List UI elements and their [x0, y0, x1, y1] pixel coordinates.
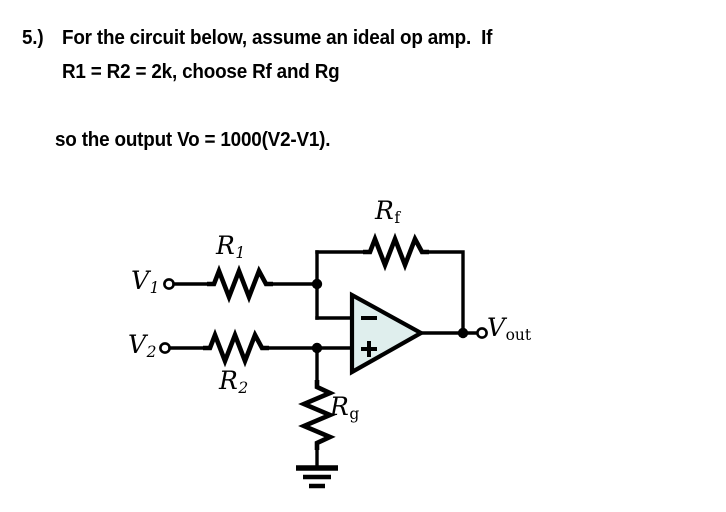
- label-vout-base: V: [487, 313, 506, 342]
- label-vout-subscript: out: [505, 326, 532, 345]
- output-junction-dot: [457, 327, 469, 339]
- problem-line-2: R1 = R2 = 2k, choose Rf and Rg: [62, 60, 340, 83]
- label-rf: Rf: [375, 198, 400, 227]
- label-r2-subscript: 2: [238, 379, 249, 398]
- label-v2-base: V: [128, 330, 147, 359]
- problem-line-3: so the output Vo = 1000(V2-V1).: [55, 128, 331, 151]
- label-v1-base: V: [131, 266, 150, 295]
- problem-line-1: For the circuit below, assume an ideal o…: [62, 26, 493, 49]
- resistor-rf: [363, 232, 429, 272]
- label-rg-subscript: g: [349, 405, 360, 424]
- resistor-r1: [207, 264, 273, 304]
- v2-terminal-node: [159, 342, 171, 354]
- rf-feedback-branch: [315, 232, 465, 335]
- op-amp[interactable]: [349, 291, 426, 376]
- label-r1-base: R: [216, 231, 235, 260]
- resistor-rg: [298, 380, 336, 450]
- problem-number: 5.): [22, 26, 44, 49]
- label-v2-subscript: 2: [146, 343, 157, 362]
- label-r1: R1: [216, 233, 245, 262]
- rf-right-wire: [427, 250, 465, 335]
- output-branch: [419, 327, 488, 339]
- label-r2: R2: [219, 368, 248, 397]
- v1-input-branch: [163, 264, 319, 304]
- resistor-r2: [203, 328, 269, 368]
- label-r2-base: R: [219, 366, 238, 395]
- rg-ground-branch: [296, 346, 338, 489]
- label-v1-subscript: 1: [149, 279, 160, 298]
- v1-terminal-node: [163, 278, 175, 290]
- v2-input-branch: [159, 328, 354, 368]
- label-rg: Rg: [330, 394, 359, 423]
- op-amp-body[interactable]: [349, 291, 426, 376]
- label-rg-base: R: [330, 392, 349, 421]
- label-v1: V1: [131, 268, 159, 297]
- label-vout: Vout: [487, 315, 531, 344]
- label-r1-subscript: 1: [235, 244, 246, 263]
- label-v2: V2: [128, 332, 156, 361]
- vout-terminal-node: [476, 327, 488, 339]
- label-rf-base: R: [375, 196, 394, 225]
- label-rf-subscript: f: [394, 209, 401, 228]
- inverting-junction-dot: [311, 278, 323, 290]
